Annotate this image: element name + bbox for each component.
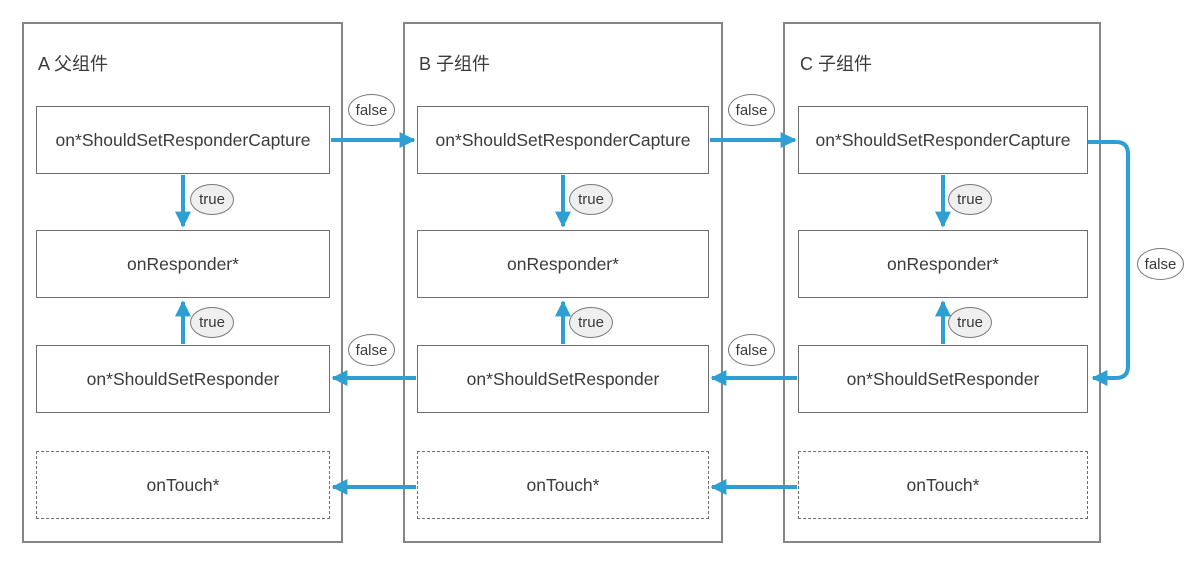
true-badge-a-capture: true [190, 184, 234, 215]
false-badge-shouldset-c-b: false [728, 334, 775, 366]
box-c-on-responder: onResponder* [798, 230, 1088, 298]
true-badge-b-shouldset: true [569, 307, 613, 338]
false-badge-capture-a-b: false [348, 94, 395, 126]
false-badge-shouldset-b-a: false [348, 334, 395, 366]
true-badge-c-capture: true [948, 184, 992, 215]
box-c-should-set-responder-capture: on*ShouldSetResponderCapture [798, 106, 1088, 174]
box-b-on-responder: onResponder* [417, 230, 709, 298]
component-b-title: B 子组件 [419, 54, 491, 74]
box-a-should-set-responder: on*ShouldSetResponder [36, 345, 330, 413]
box-b-should-set-responder: on*ShouldSetResponder [417, 345, 709, 413]
box-b-on-touch: onTouch* [417, 451, 709, 519]
box-c-should-set-responder: on*ShouldSetResponder [798, 345, 1088, 413]
false-badge-capture-b-c: false [728, 94, 775, 126]
box-a-should-set-responder-capture: on*ShouldSetResponderCapture [36, 106, 330, 174]
true-badge-b-capture: true [569, 184, 613, 215]
box-a-on-touch: onTouch* [36, 451, 330, 519]
box-b-should-set-responder-capture: on*ShouldSetResponderCapture [417, 106, 709, 174]
box-c-on-touch: onTouch* [798, 451, 1088, 519]
component-c-title: C 子组件 [800, 54, 872, 74]
false-badge-c-curve: false [1137, 248, 1184, 280]
component-a-title: A 父组件 [38, 54, 109, 74]
true-badge-c-shouldset: true [948, 307, 992, 338]
true-badge-a-shouldset: true [190, 307, 234, 338]
box-a-on-responder: onResponder* [36, 230, 330, 298]
